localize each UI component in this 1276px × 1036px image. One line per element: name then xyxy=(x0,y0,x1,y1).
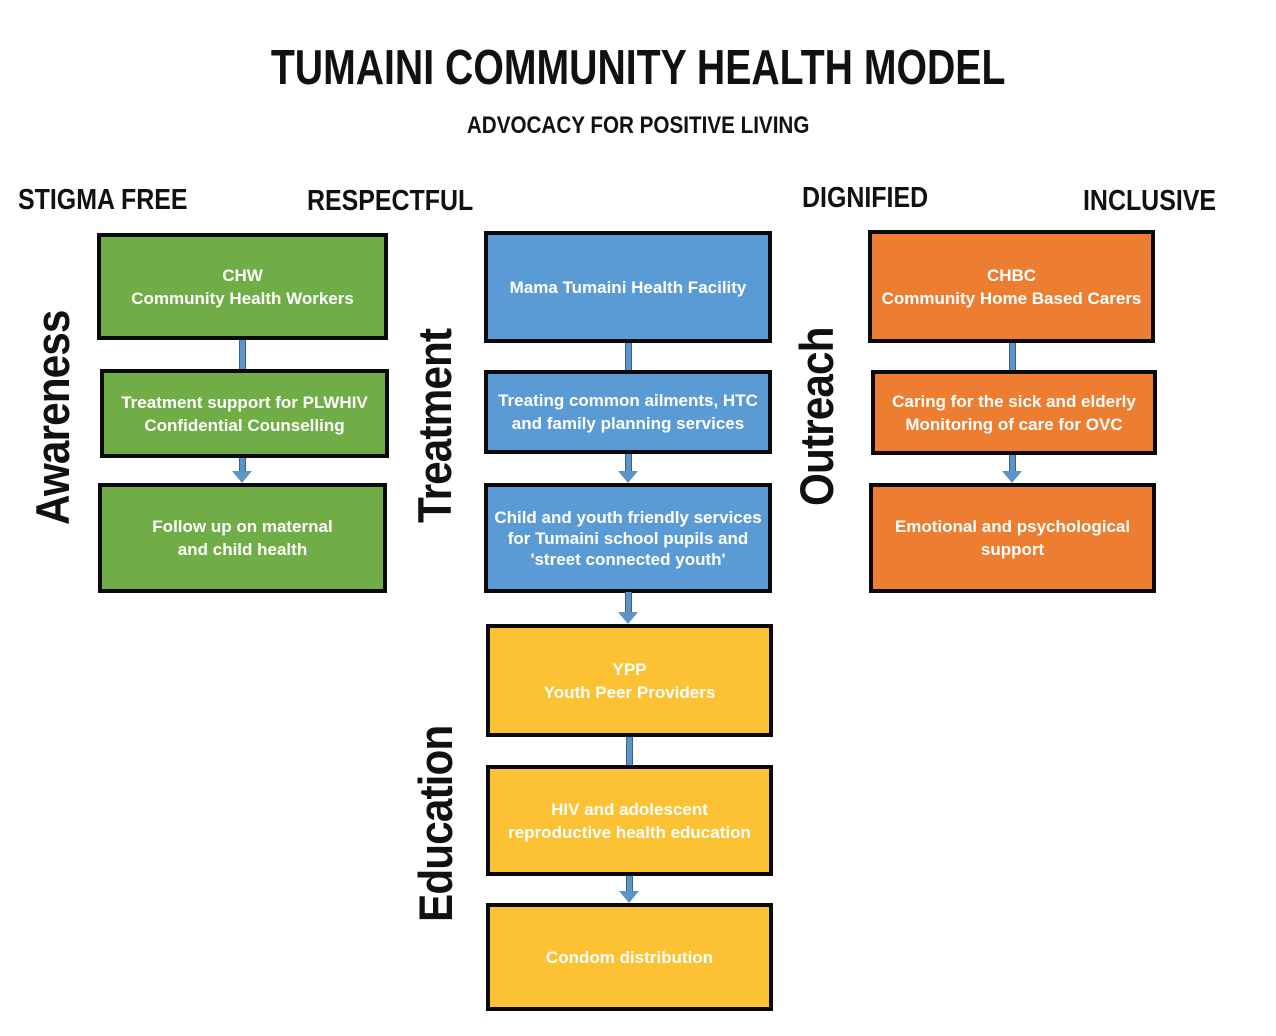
box-text-line: CHW xyxy=(222,265,263,285)
treatment-box-youth-services: Child and youth friendly services for Tu… xyxy=(484,483,772,593)
box-text-line: Mama Tumaini Health Facility xyxy=(509,277,747,297)
arrow-education-1-2-icon xyxy=(619,737,639,765)
arrow-treatment-1-2-icon xyxy=(618,343,638,370)
box-text-line: Youth Peer Providers xyxy=(543,682,716,702)
box-text-line: YPP xyxy=(612,659,647,679)
value-label-text: DIGNIFIED xyxy=(802,182,929,214)
outreach-box-caring: Caring for the sick and elderly Monitori… xyxy=(871,370,1157,455)
arrow-outreach-2-3-icon xyxy=(1002,455,1022,483)
value-label-text: RESPECTFUL xyxy=(307,185,474,217)
column-label-education: Education xyxy=(409,725,462,922)
column-label-awareness: Awareness xyxy=(26,310,79,525)
education-box-condom-distribution: Condom distribution xyxy=(486,903,773,1011)
box-text-line: reproductive health education xyxy=(508,822,751,842)
box-text-line: Caring for the sick and elderly xyxy=(892,391,1136,411)
arrow-treatment-2-3-icon xyxy=(618,454,638,483)
awareness-box-chw: CHW Community Health Workers xyxy=(97,233,388,340)
page-subtitle: ADVOCACY FOR POSITIVE LIVING xyxy=(0,112,1276,140)
box-text-line: 'street connected youth' xyxy=(530,549,726,569)
page-title: TUMAINI COMMUNITY HEALTH MODEL xyxy=(0,40,1276,96)
box-text-line: Community Home Based Carers xyxy=(881,288,1142,308)
arrow-awareness-2-3-icon xyxy=(232,458,252,483)
box-text-line: support xyxy=(980,540,1045,559)
education-box-ypp: YPP Youth Peer Providers xyxy=(486,624,773,737)
box-text-line: Confidential Counselling xyxy=(144,415,345,435)
outreach-box-chbc: CHBC Community Home Based Carers xyxy=(868,230,1155,343)
page-subtitle-text: ADVOCACY FOR POSITIVE LIVING xyxy=(466,112,810,139)
value-label-inclusive: INCLUSIVE xyxy=(1083,187,1238,216)
column-label-outreach: Outreach xyxy=(790,327,843,506)
arrow-outreach-1-2-icon xyxy=(1002,343,1022,370)
outreach-box-emotional-support: Emotional and psychological support xyxy=(869,483,1156,593)
education-box-hiv-education: HIV and adolescent reproductive health e… xyxy=(486,765,773,876)
treatment-box-ailments: Treating common ailments, HTC and family… xyxy=(484,370,772,454)
box-text-line: Treatment support for PLWHIV xyxy=(121,392,368,412)
box-text-line: Monitoring of care for OVC xyxy=(905,414,1123,434)
box-text-line: Child and youth friendly services xyxy=(494,507,762,527)
box-text-line: and family planning services xyxy=(511,414,745,433)
value-label-text: INCLUSIVE xyxy=(1083,185,1217,217)
box-text-line: and child health xyxy=(177,540,308,559)
box-text-line: for Tumaini school pupils and xyxy=(507,528,749,548)
page-title-text: TUMAINI COMMUNITY HEALTH MODEL xyxy=(270,41,1006,95)
value-label-dignified: DIGNIFIED xyxy=(802,184,949,213)
awareness-box-follow-up: Follow up on maternal and child health xyxy=(98,483,387,593)
value-label-respectful: RESPECTFUL xyxy=(307,187,500,216)
box-text-line: Condom distribution xyxy=(545,947,714,967)
box-text-line: Treating common ailments, HTC xyxy=(498,391,758,410)
box-text-line: Follow up on maternal xyxy=(152,517,333,536)
treatment-box-facility: Mama Tumaini Health Facility xyxy=(484,231,772,343)
box-text-line: HIV and adolescent xyxy=(551,799,708,819)
arrow-education-2-3-icon xyxy=(619,876,639,903)
awareness-box-treatment-support: Treatment support for PLWHIV Confidentia… xyxy=(100,369,389,458)
box-text-line: Community Health Workers xyxy=(131,288,354,308)
arrow-awareness-1-2-icon xyxy=(232,340,252,369)
value-label-text: STIGMA FREE xyxy=(18,184,188,216)
arrow-treatment-to-education-icon xyxy=(618,592,638,624)
column-label-treatment: Treatment xyxy=(408,328,461,523)
value-label-stigma-free: STIGMA FREE xyxy=(18,186,215,215)
box-text-line: CHBC xyxy=(986,265,1037,285)
box-text-line: Emotional and psychological xyxy=(894,517,1131,536)
